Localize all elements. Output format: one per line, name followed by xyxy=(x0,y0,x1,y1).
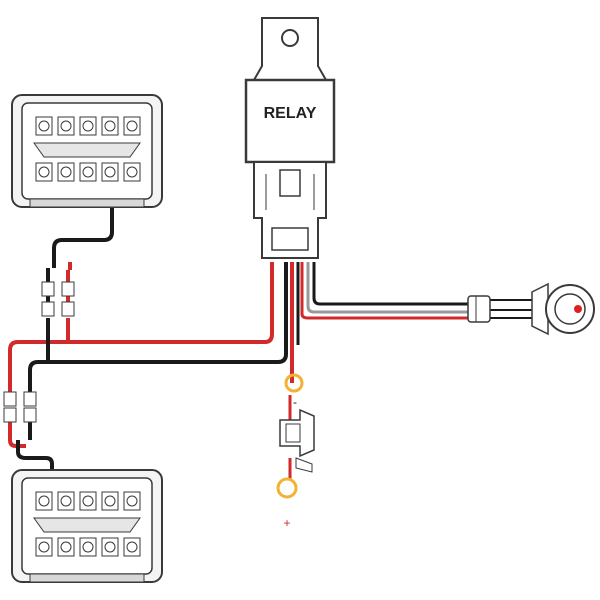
switch-inline-connector xyxy=(467,295,491,323)
inline-fuse-holder xyxy=(279,408,315,473)
wire-black-top-light xyxy=(52,208,114,268)
wire-black-left xyxy=(28,360,48,392)
wire-black-bottom-light xyxy=(16,440,54,470)
wire-red-bottom-stub xyxy=(8,420,26,448)
connector-bottom-black-2 xyxy=(23,407,37,423)
led-row-bottom xyxy=(35,162,141,182)
relay-mount-hole xyxy=(281,29,299,47)
ring-terminal-positive: + xyxy=(276,477,298,530)
rocker-switch xyxy=(467,282,595,336)
switch-body xyxy=(531,282,549,336)
led-row-top xyxy=(35,116,141,136)
connector-bottom-red xyxy=(3,391,17,407)
connector-top-red-2 xyxy=(61,301,75,317)
wire-red-main xyxy=(66,262,274,344)
connector-top-black xyxy=(41,281,55,297)
wires xyxy=(8,208,532,480)
switch-led-icon xyxy=(574,305,582,313)
wire-switch-white xyxy=(306,262,468,314)
connector-bottom-red-2 xyxy=(3,407,17,423)
connectors-top xyxy=(41,281,75,317)
relay: RELAY xyxy=(244,17,336,259)
ring-terminal-negative: - xyxy=(284,373,304,409)
relay-label: RELAY xyxy=(264,105,317,122)
connector-top-black-2 xyxy=(41,301,55,317)
connectors-bottom xyxy=(3,391,37,423)
connector-bottom-black xyxy=(23,391,37,407)
wire-switch-out xyxy=(490,299,532,319)
switch-inner xyxy=(554,293,586,325)
negative-label: - xyxy=(293,395,297,409)
connector-top-red xyxy=(61,281,75,297)
wire-black-main xyxy=(46,262,288,364)
led-row-bottom-b xyxy=(35,537,141,557)
led-row-top-b xyxy=(35,491,141,511)
wire-switch-red xyxy=(300,262,468,320)
wire-red-left xyxy=(8,340,68,392)
wire-switch-black xyxy=(312,262,468,306)
relay-mount-tab xyxy=(252,17,328,81)
positive-label: + xyxy=(283,516,290,530)
led-light-pod-bottom xyxy=(11,469,163,583)
led-light-pod-top xyxy=(11,94,163,208)
relay-body xyxy=(244,78,336,164)
